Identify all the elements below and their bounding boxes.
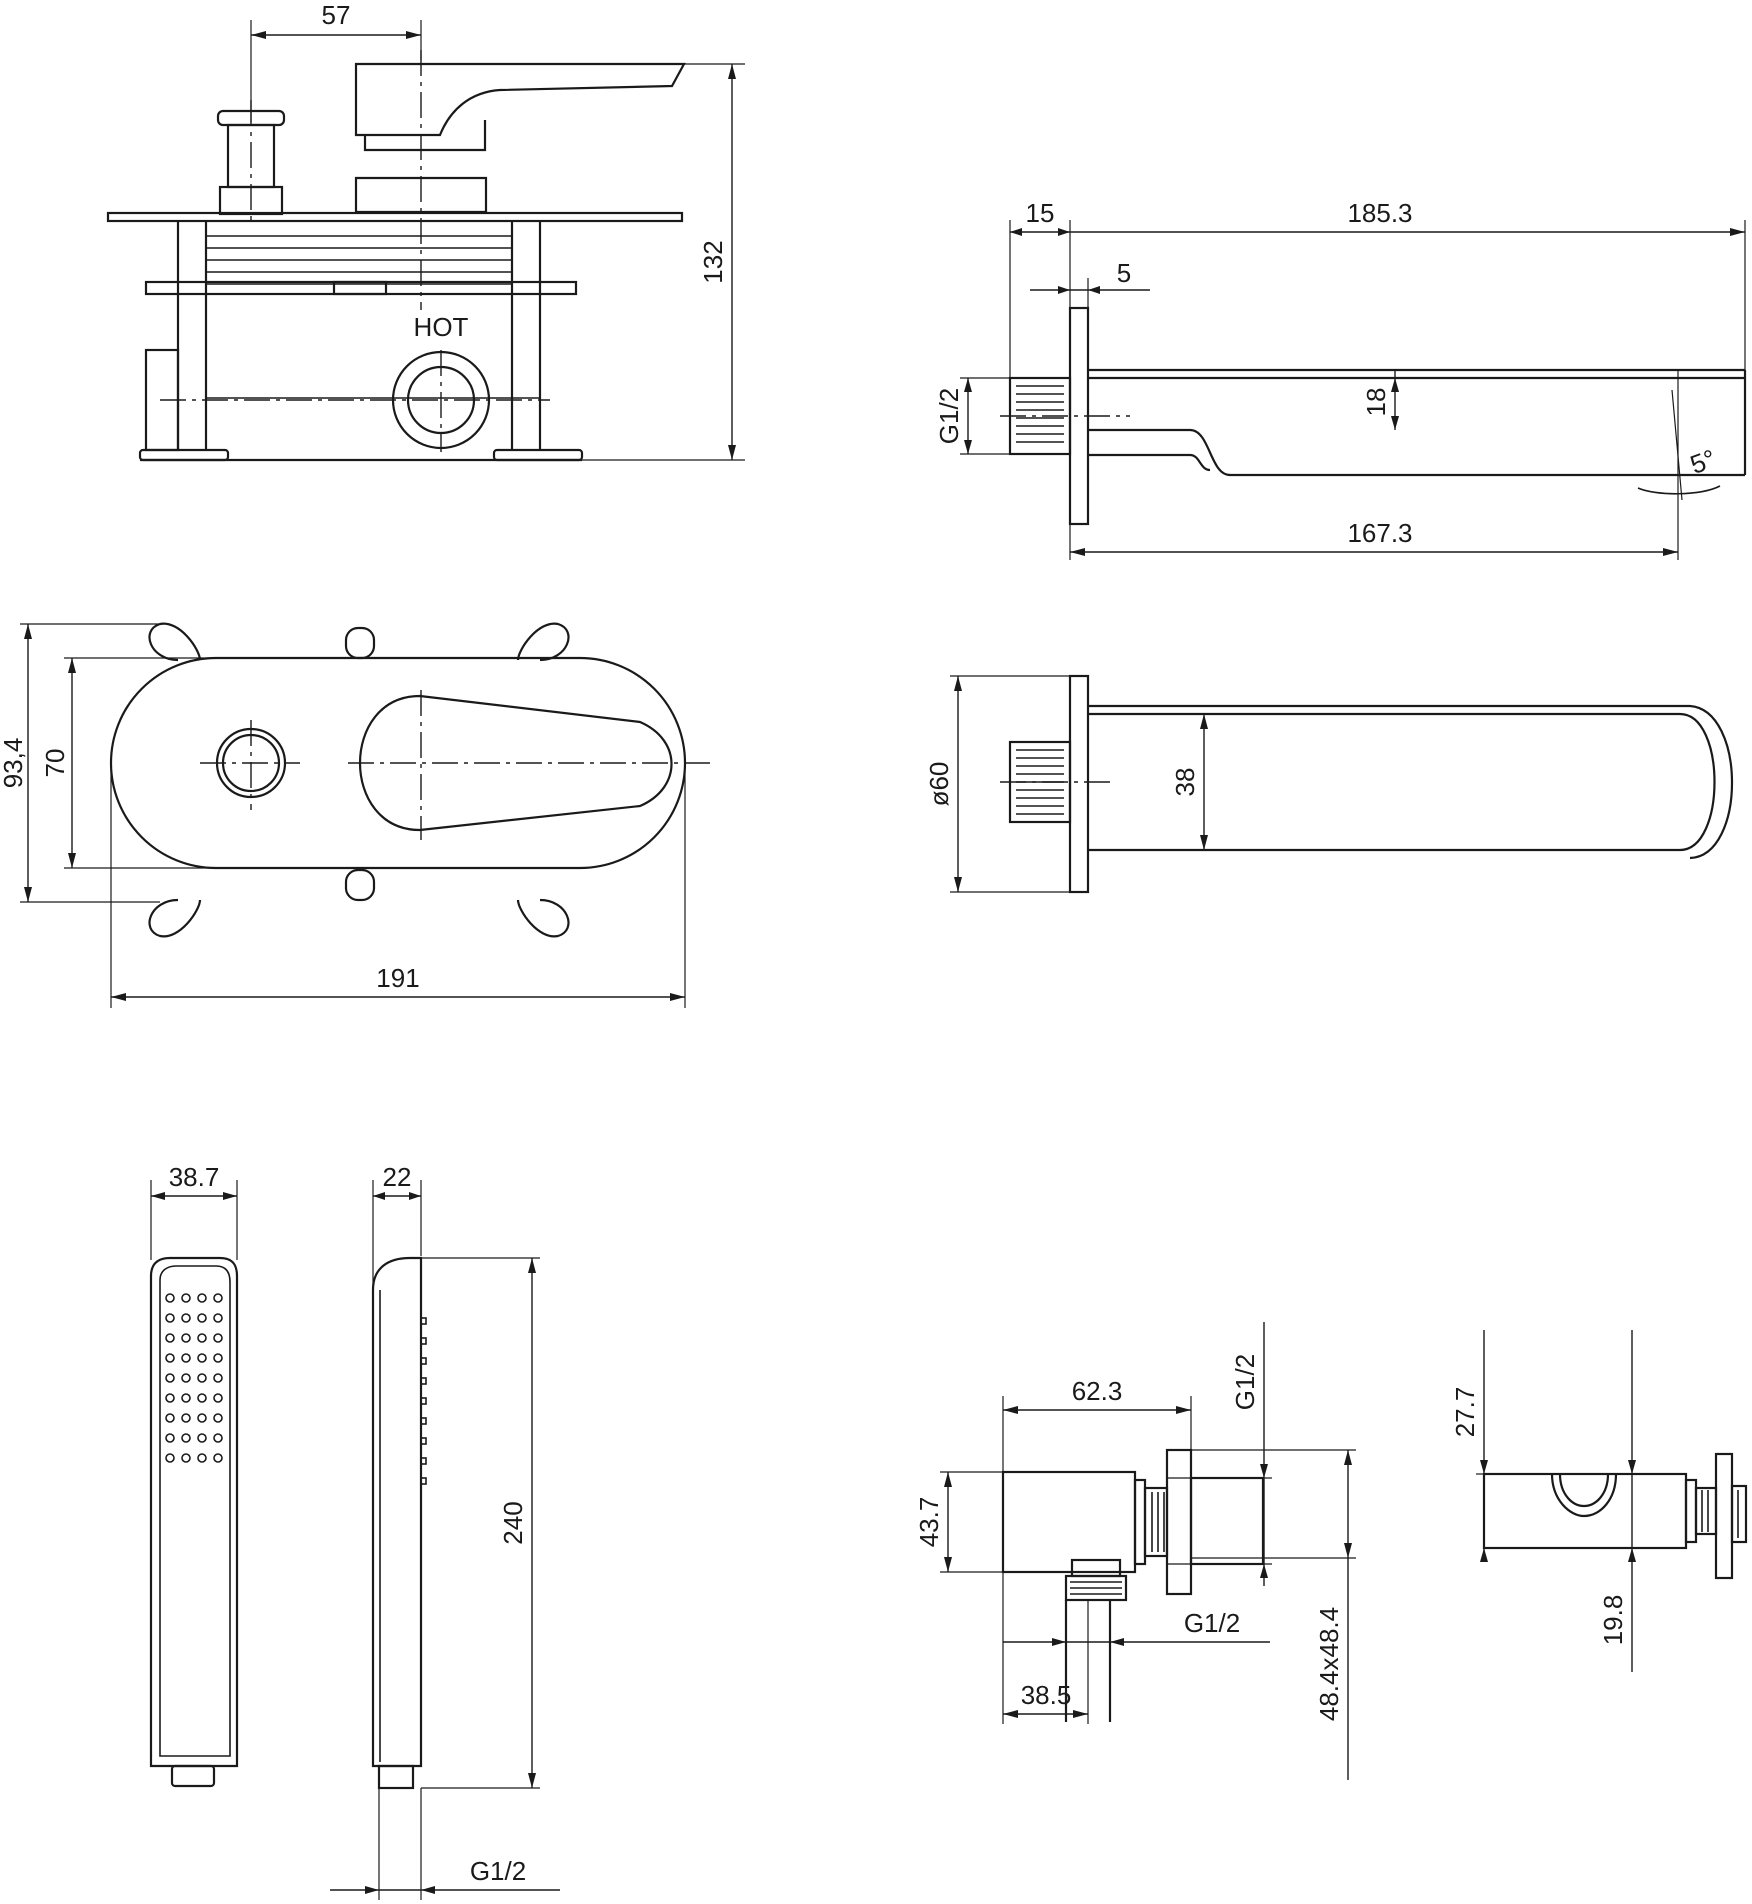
dim-62-3: 62.3	[1072, 1376, 1123, 1406]
wall-elbow-view: 62.3 G1/2 43.7 G1/2 38.5 48.4x48.4	[914, 1322, 1356, 1780]
dim-18: 18	[1361, 388, 1391, 417]
nozzle-side-ticks	[420, 1317, 427, 1485]
dim-132: 132	[698, 240, 728, 283]
spout-top-view: ø60 38	[924, 674, 1733, 894]
hand-shower-side-view: 22 240 G1/2	[330, 1162, 560, 1900]
dim-57: 57	[322, 0, 351, 30]
dim-g12-top: G1/2	[1230, 1354, 1260, 1410]
dim-93-4: 93,4	[0, 738, 28, 789]
dim-70: 70	[40, 749, 70, 778]
dim-g12-spout: G1/2	[934, 388, 964, 444]
spout-side-view: 15 185.3 5 G1/2 18 5° 167.3	[934, 198, 1747, 560]
dim-g12-hand: G1/2	[470, 1856, 526, 1886]
dim-38-5: 38.5	[1021, 1680, 1072, 1710]
dim-185-3: 185.3	[1347, 198, 1412, 228]
dim-19-8: 19.8	[1598, 1595, 1628, 1646]
dim-g12-bottom: G1/2	[1184, 1608, 1240, 1638]
dim-15: 15	[1026, 198, 1055, 228]
dim-dia-60: ø60	[924, 762, 954, 807]
dim-27-7: 27.7	[1450, 1387, 1480, 1438]
nozzle-grid	[165, 1293, 223, 1463]
dim-38: 38	[1170, 768, 1200, 797]
dim-22: 22	[383, 1162, 412, 1192]
dim-38-7: 38.7	[169, 1162, 220, 1192]
label-hot: HOT	[414, 312, 469, 342]
dim-191: 191	[376, 963, 419, 993]
dim-167-3: 167.3	[1347, 518, 1412, 548]
dim-48-4x48-4: 48.4x48.4	[1314, 1607, 1344, 1721]
shower-holder-view: 27.7 19.8	[1450, 1330, 1748, 1672]
mixer-front-view: 93,4 70 191	[0, 622, 710, 1008]
dim-43-7: 43.7	[914, 1497, 944, 1548]
dim-240: 240	[498, 1501, 528, 1544]
hand-shower-front-view: 38.7	[149, 1162, 239, 1788]
dim-5: 5	[1117, 258, 1131, 288]
mixer-side-view: 57 HOT	[106, 0, 745, 462]
